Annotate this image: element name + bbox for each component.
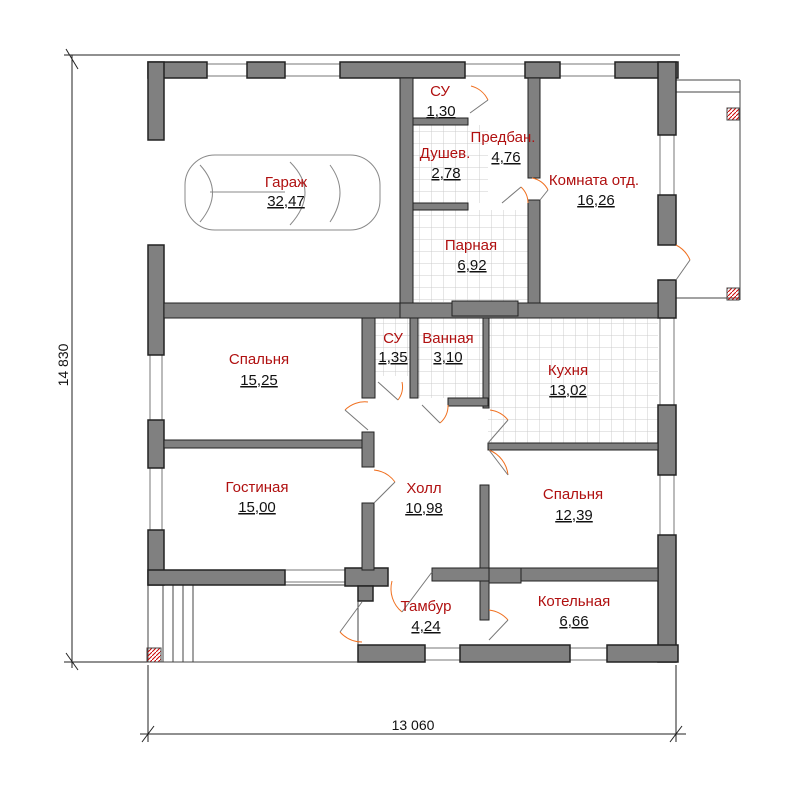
porch: [146, 79, 741, 663]
room-name: Холл: [406, 480, 441, 497]
room-area: 4,76: [491, 149, 520, 166]
room-area: 13,02: [549, 382, 587, 399]
room-su-1: СУ 1,30: [426, 83, 455, 120]
room-area: 10,98: [405, 500, 443, 517]
room-komnata-otd: Комната отд. 16,26: [549, 172, 639, 209]
car-icon: [184, 154, 381, 231]
room-area: 2,78: [431, 165, 460, 182]
room-area: 15,00: [238, 499, 276, 516]
room-su-2: СУ 1,35: [378, 330, 407, 366]
room-boiler: Котельная 6,66: [538, 593, 611, 630]
room-dushev: Душев. 2,78: [420, 145, 471, 182]
dimension-height: 14 830: [55, 343, 71, 386]
room-hall: Холл 10,98: [405, 480, 443, 517]
room-area: 6,92: [457, 257, 486, 274]
room-area: 6,66: [559, 613, 588, 630]
room-area: 32,47: [267, 193, 305, 210]
interior-walls: [163, 77, 659, 621]
room-area: 15,25: [240, 372, 278, 389]
room-name: Парная: [445, 237, 497, 254]
room-name: Спальня: [229, 351, 289, 368]
room-tambur: Тамбур 4,24: [401, 598, 452, 635]
door-swings: [339, 85, 691, 643]
room-bedroom-1: Спальня 15,25: [229, 351, 289, 389]
windows: [149, 63, 675, 661]
room-name: Гостиная: [226, 479, 289, 496]
room-predban: Предбан. 4,76: [471, 129, 536, 166]
room-area: 4,24: [411, 618, 440, 635]
exterior-walls: [147, 61, 679, 663]
room-bedroom-2: Спальня 12,39: [543, 486, 603, 524]
tiled-floors: [375, 125, 658, 443]
room-area: 12,39: [555, 507, 593, 524]
room-name: СУ: [430, 83, 450, 100]
room-living: Гостиная 15,00: [226, 479, 289, 516]
room-name: Тамбур: [401, 598, 452, 615]
room-name: Гараж: [265, 174, 307, 191]
dimension-lines: [64, 48, 686, 743]
room-area: 3,10: [433, 349, 462, 366]
room-name: Ванная: [422, 330, 473, 347]
room-area: 1,30: [426, 103, 455, 120]
room-name: Спальня: [543, 486, 603, 503]
room-kitchen: Кухня 13,02: [548, 362, 588, 399]
room-name: Предбан.: [471, 129, 536, 146]
room-garage: Гараж 32,47: [265, 174, 307, 210]
room-name: Комната отд.: [549, 172, 639, 189]
room-area: 16,26: [577, 192, 615, 209]
room-name: СУ: [383, 330, 403, 347]
room-name: Котельная: [538, 593, 611, 610]
room-name: Кухня: [548, 362, 588, 379]
room-area: 1,35: [378, 349, 407, 366]
room-parnaya: Парная 6,92: [445, 237, 497, 274]
room-name: Душев.: [420, 145, 471, 162]
room-labels: СУ 1,30 Предбан. 4,76 Душев. 2,78 Комната о…: [226, 83, 640, 635]
dimension-width: 13 060: [392, 717, 435, 733]
room-vannaya: Ванная 3,10: [422, 330, 473, 366]
